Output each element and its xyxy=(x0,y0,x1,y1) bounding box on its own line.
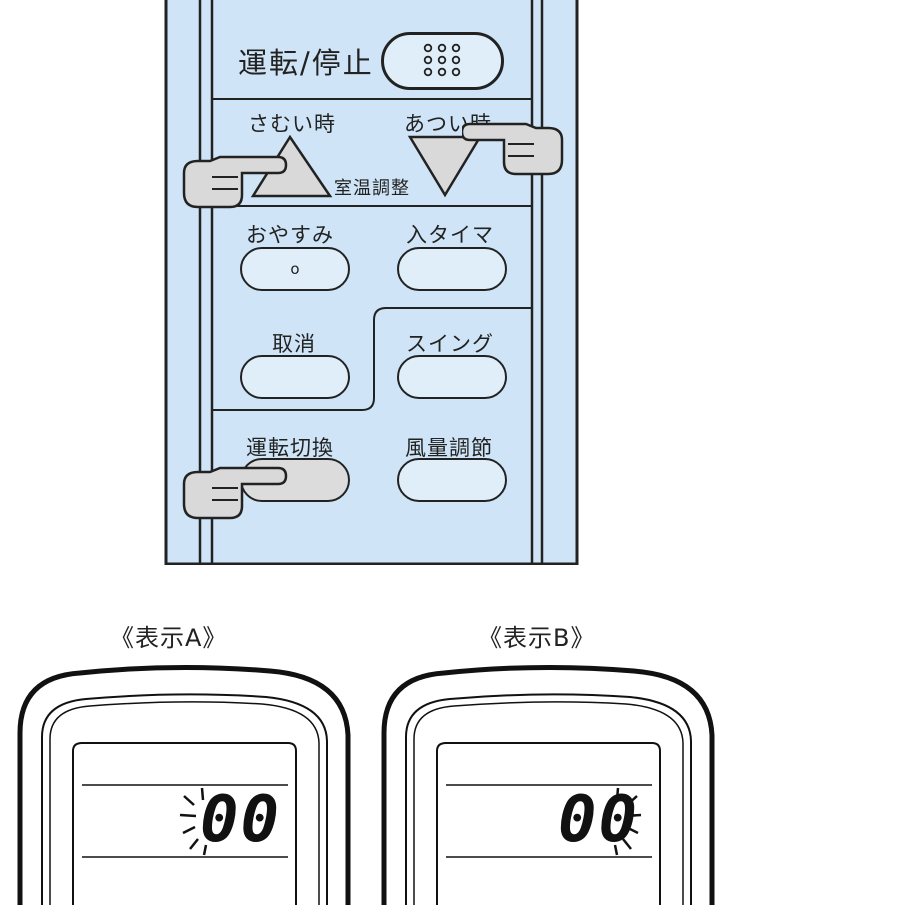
pointing-hand-icon xyxy=(182,155,288,209)
fan-button[interactable] xyxy=(397,458,507,502)
cancel-button[interactable] xyxy=(240,355,350,399)
display-b-title: 《表示B》 xyxy=(478,624,596,652)
fan-label: 風量調節 xyxy=(405,436,493,460)
timer-label: 入タイマ xyxy=(406,223,494,247)
display-a-frame xyxy=(17,664,715,905)
dot-grid-icon xyxy=(423,43,461,77)
power-label: 運転/停止 xyxy=(238,46,374,80)
timer-button[interactable] xyxy=(397,247,507,291)
cold-label: さむい時 xyxy=(248,112,336,136)
blink-rays-icon xyxy=(613,787,642,856)
power-button[interactable] xyxy=(381,32,504,90)
mode-label: 運転切換 xyxy=(246,436,334,460)
cancel-label: 取消 xyxy=(272,332,316,356)
pointing-hand-icon xyxy=(462,122,564,176)
blink-rays-icon xyxy=(179,787,208,856)
remote-control-panel: 運転/停止 さむい時 あつい時 室温調整 おやすみ 入タイマ o 取消 スイング… xyxy=(164,0,579,565)
sleep-button[interactable]: o xyxy=(240,247,350,291)
sleep-label: おやすみ xyxy=(246,223,334,247)
swing-button[interactable] xyxy=(397,355,507,399)
swing-label: スイング xyxy=(406,332,494,356)
pointing-hand-icon xyxy=(182,466,288,520)
temp-adjust-label: 室温調整 xyxy=(334,178,410,199)
display-a-digits: 00 xyxy=(200,783,282,857)
display-b-digits: 00 xyxy=(558,783,640,857)
sleep-symbol: o xyxy=(290,260,300,278)
display-a-title: 《表示A》 xyxy=(110,624,228,652)
